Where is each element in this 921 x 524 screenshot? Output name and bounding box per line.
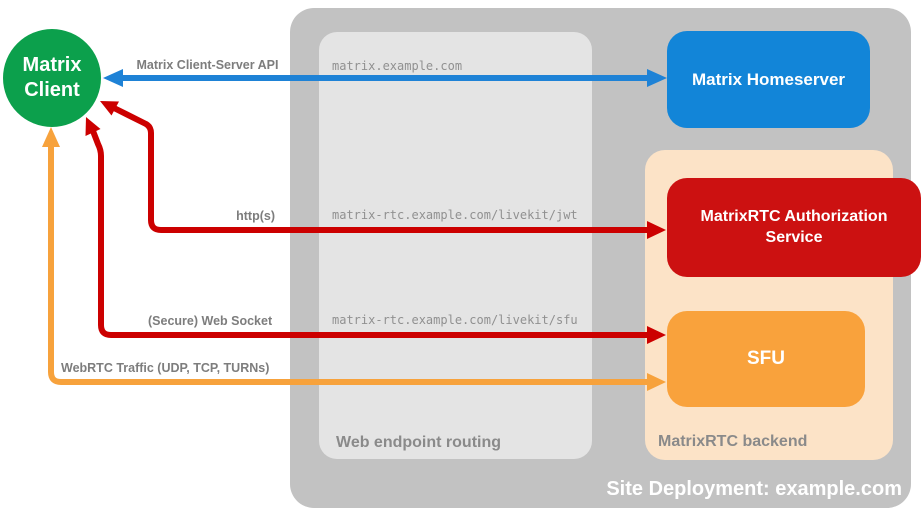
endpoint-homeserver: matrix.example.com — [332, 59, 463, 73]
client-server-api-label: Matrix Client-Server API — [136, 58, 279, 72]
web-endpoint-routing-label: Web endpoint routing — [336, 434, 502, 451]
sfu-label: SFU — [747, 348, 785, 369]
websocket-label: (Secure) Web Socket — [148, 314, 273, 328]
https-arrowhead-client — [100, 101, 119, 116]
https-label: http(s) — [236, 209, 275, 223]
matrix-client-label: Matrix Client — [22, 54, 82, 101]
matrixrtc-authorization-service-label: MatrixRTC Authorization Service — [700, 207, 888, 246]
matrix-homeserver-node: Matrix Homeserver — [667, 31, 870, 128]
matrix-homeserver-label: Matrix Homeserver — [691, 69, 846, 89]
matrixrtc-backend-label: MatrixRTC backend — [658, 433, 808, 450]
webrtc-arrowhead-client — [42, 127, 60, 147]
site-deployment-label: Site Deployment: example.com — [606, 478, 902, 500]
endpoint-livekit-sfu: matrix-rtc.example.com/livekit/sfu — [332, 313, 578, 327]
webrtc-traffic-label: WebRTC Traffic (UDP, TCP, TURNs) — [61, 361, 270, 375]
web-endpoint-routing-container: Web endpoint routing — [319, 32, 592, 459]
endpoint-livekit-jwt: matrix-rtc.example.com/livekit/jwt — [332, 208, 578, 222]
matrixrtc-authorization-service-node: MatrixRTC Authorization Service — [667, 178, 921, 277]
sfu-node: SFU — [667, 311, 865, 407]
websocket-arrowhead-client — [85, 117, 101, 136]
matrix-client-node: Matrix Client — [3, 29, 101, 127]
